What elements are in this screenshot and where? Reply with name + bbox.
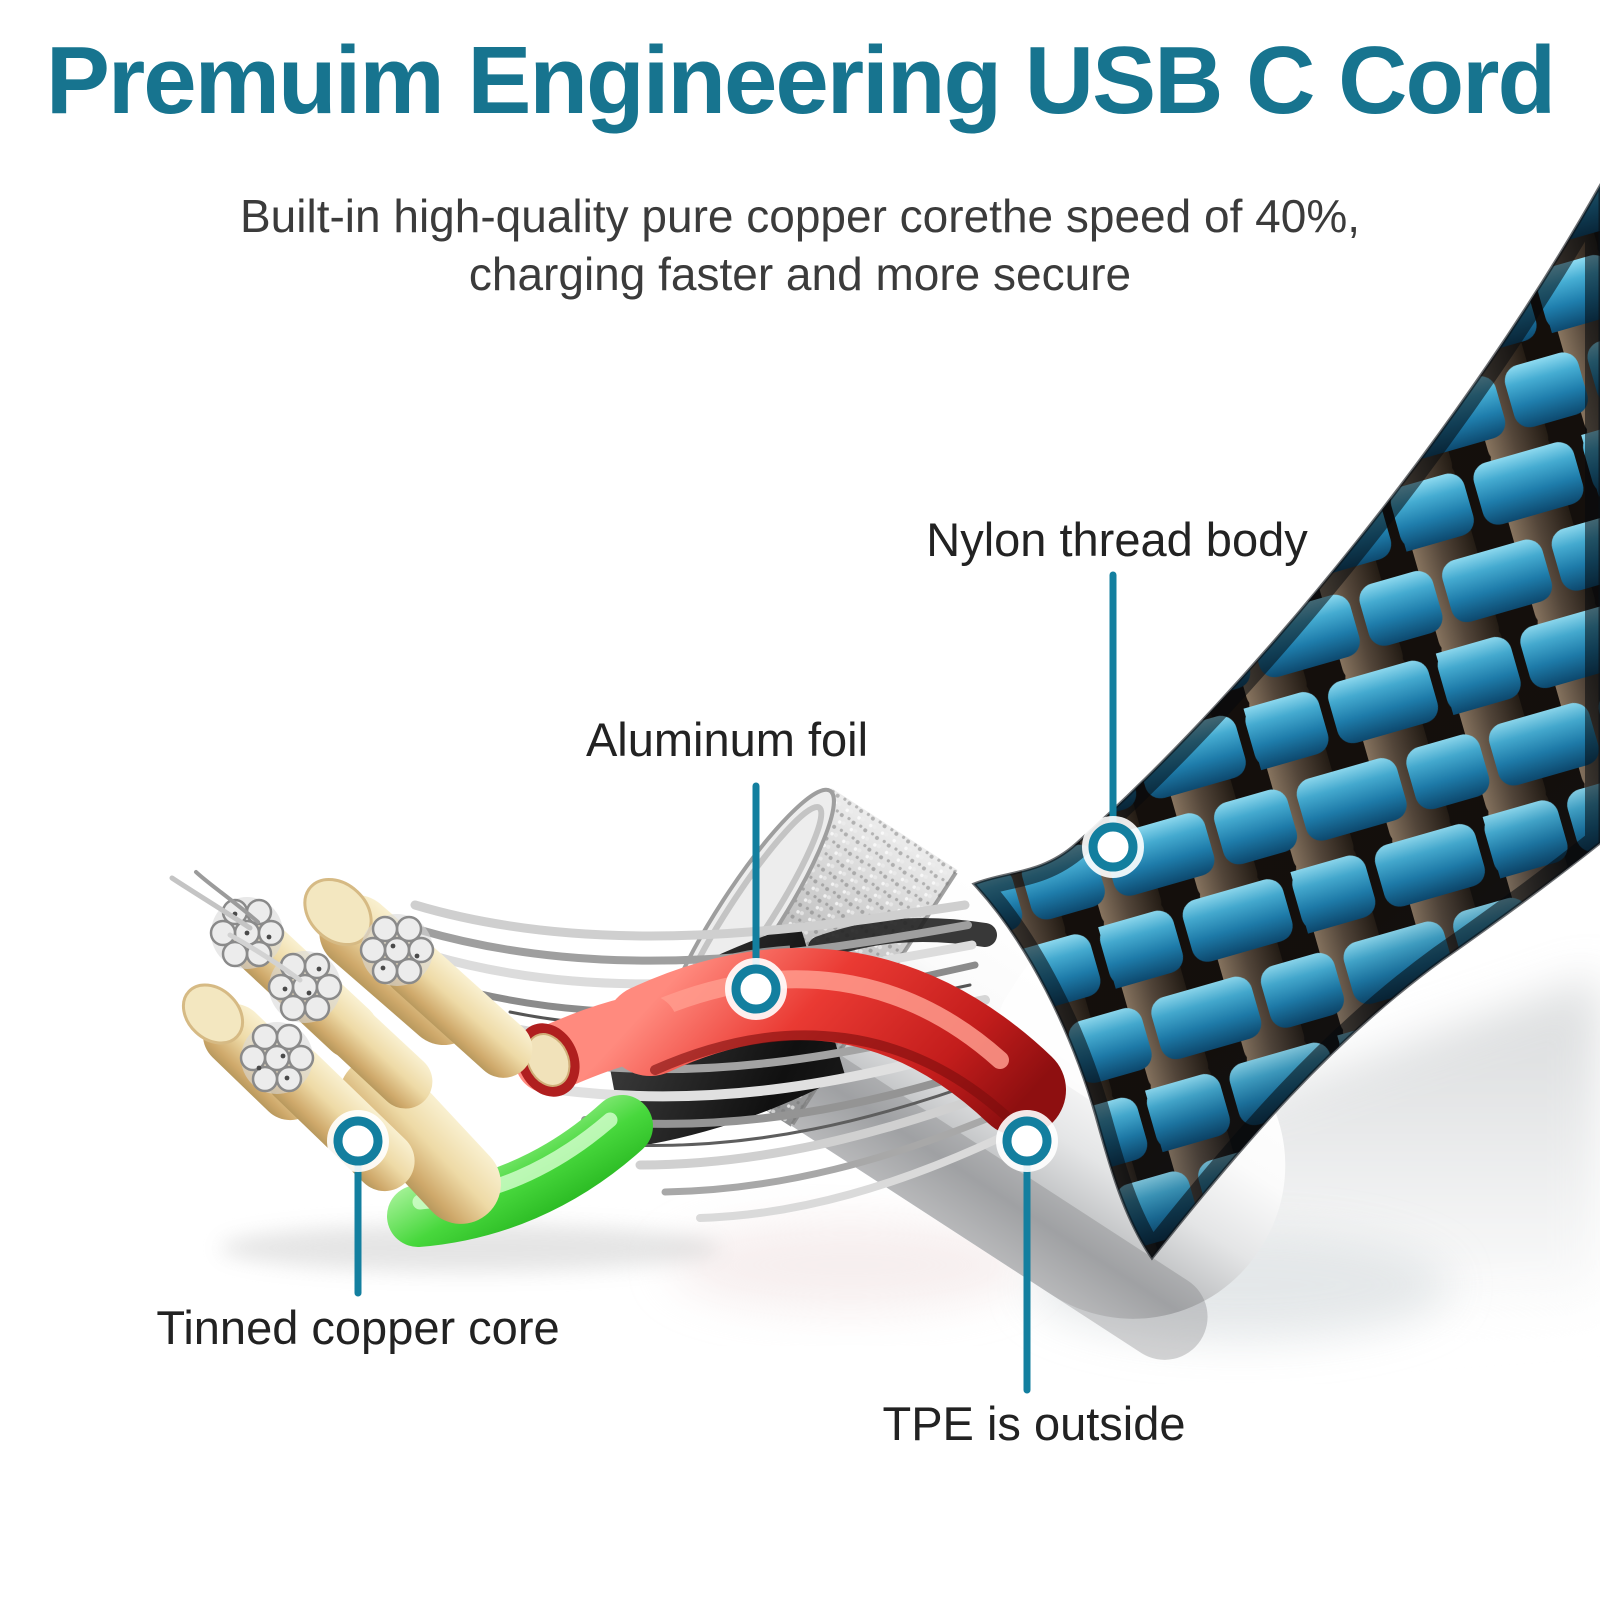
red-wire xyxy=(515,948,1066,1136)
callout-lines xyxy=(354,571,1117,1394)
subtitle-line-1: Built-in high-quality pure copper coreth… xyxy=(239,190,1360,242)
callout-marker-aluminum xyxy=(725,958,787,1020)
callout-label-tpe: TPE is outside xyxy=(882,1397,1186,1450)
tinned-strand-tips xyxy=(169,870,435,1094)
callout-marker-nylon xyxy=(1082,816,1144,878)
page-subtitle: Built-in high-quality pure copper coreth… xyxy=(0,188,1600,303)
subtitle-line-2: charging faster and more secure xyxy=(468,247,1132,300)
callout-label-tinned: Tinned copper core xyxy=(156,1301,560,1354)
callout-markers xyxy=(327,816,1144,1172)
callout-marker-tinned xyxy=(327,1110,389,1172)
callout-marker-tpe xyxy=(996,1110,1058,1172)
callout-label-aluminum: Aluminum foil xyxy=(585,713,869,766)
page-title: Premuim Engineering USB C Cord xyxy=(45,27,1556,134)
callout-label-nylon: Nylon thread body xyxy=(926,513,1308,566)
